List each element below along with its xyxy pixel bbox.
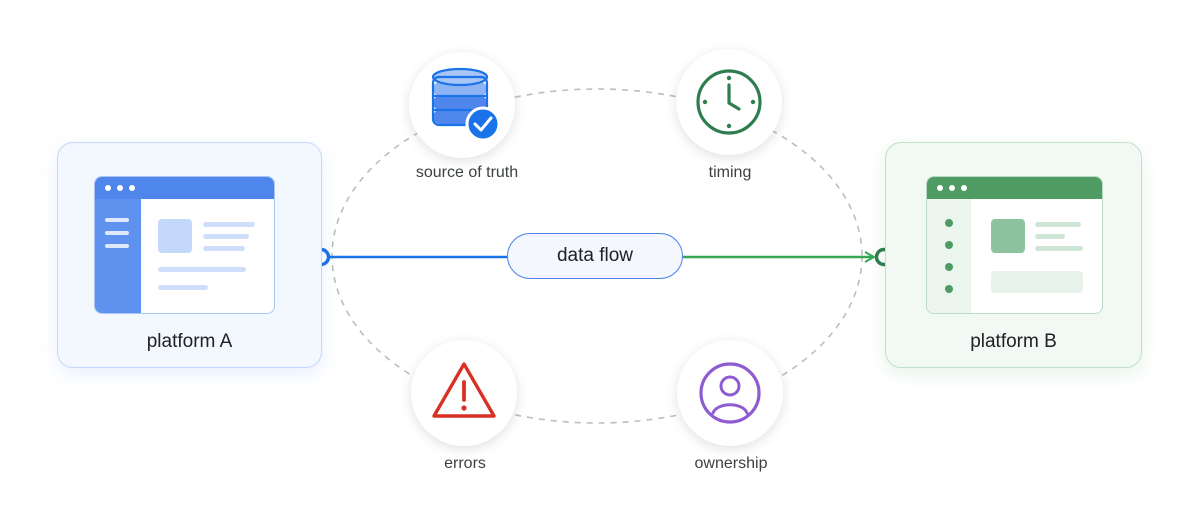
platform-a-card: platform A [57, 142, 322, 368]
content-line [1035, 246, 1083, 251]
window-dot [949, 185, 955, 191]
content-line [158, 267, 246, 272]
warning-triangle-icon [432, 362, 496, 418]
data-flow-label: data flow [507, 233, 683, 279]
content-line [203, 234, 249, 239]
content-line [1035, 222, 1081, 227]
window-dot [117, 185, 123, 191]
sidebar-line [105, 244, 129, 248]
window-titlebar [927, 177, 1102, 199]
clock-icon [696, 69, 762, 135]
platform-a-label: platform A [146, 331, 233, 352]
sidebar-dot [945, 263, 953, 271]
sidebar-line [105, 231, 129, 235]
ownership-label: ownership [694, 455, 768, 472]
sidebar-dot [945, 285, 953, 293]
database-check-icon [431, 67, 501, 142]
content-block [991, 271, 1083, 293]
errors-label: errors [444, 455, 486, 472]
window-dot [105, 185, 111, 191]
platform-b-window [926, 176, 1103, 314]
content-line [1035, 234, 1065, 239]
errors-node [411, 340, 517, 446]
content-line [158, 285, 208, 290]
window-dot [961, 185, 967, 191]
sidebar-dot [945, 219, 953, 227]
person-circle-icon [699, 362, 761, 424]
content-thumbnail [158, 219, 192, 253]
platform-a-window [94, 176, 275, 314]
platform-b-card: platform B [885, 142, 1142, 368]
window-sidebar [927, 199, 971, 313]
content-line [203, 222, 255, 227]
ownership-node [677, 340, 783, 446]
platform-b-label: platform B [970, 331, 1057, 352]
timing-node [676, 49, 782, 155]
timing-label: timing [708, 164, 752, 181]
sidebar-line [105, 218, 129, 222]
source-of-truth-label: source of truth [415, 164, 519, 181]
window-sidebar [95, 199, 141, 313]
content-thumbnail [991, 219, 1025, 253]
window-titlebar [95, 177, 274, 199]
sidebar-dot [945, 241, 953, 249]
content-line [203, 246, 245, 251]
source-of-truth-node [409, 52, 515, 158]
window-dot [937, 185, 943, 191]
window-dot [129, 185, 135, 191]
